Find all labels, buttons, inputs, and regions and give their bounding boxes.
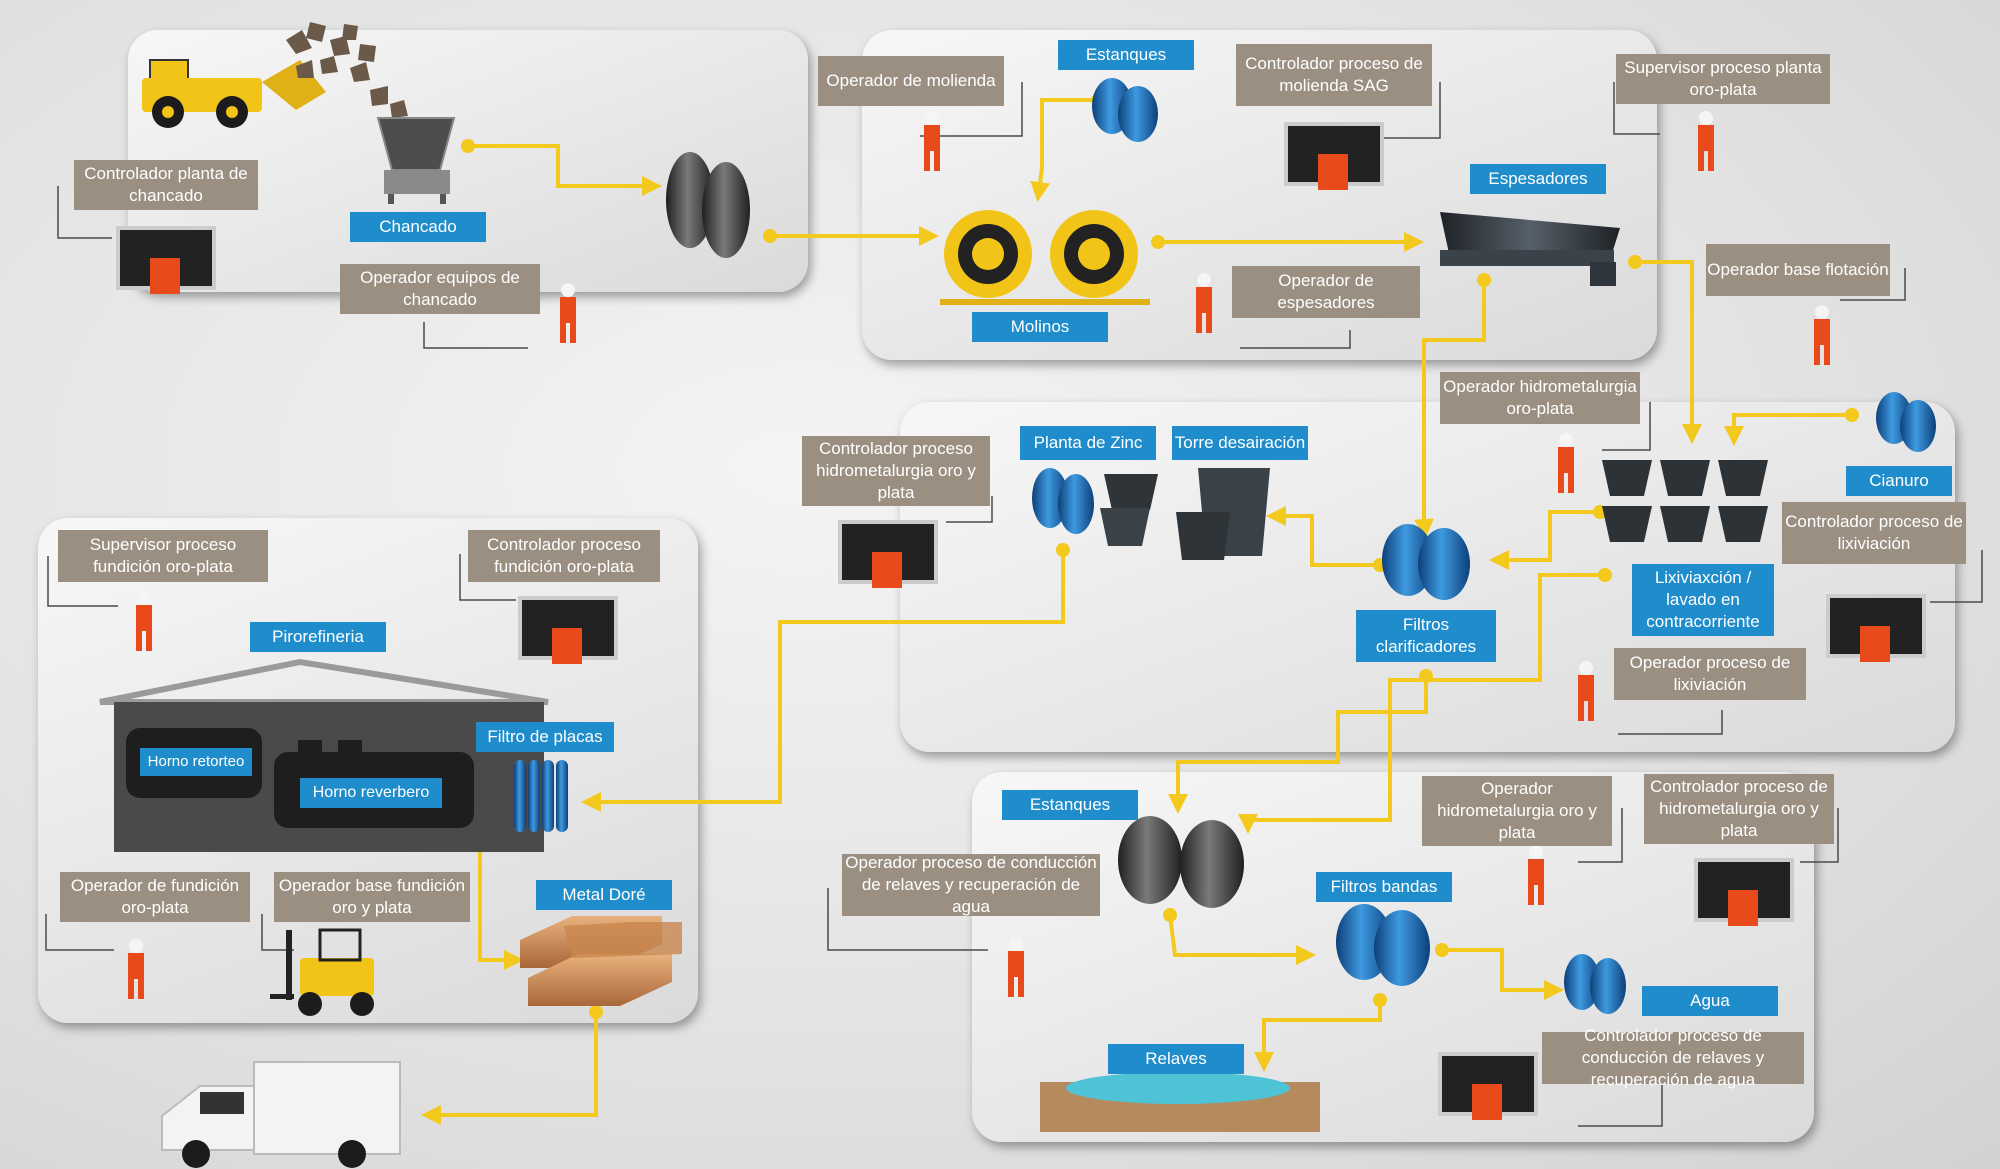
delivery-truck-graphic	[161, 1061, 401, 1168]
tag-lixiviacion: Lixiviaxción / lavado en contracorriente	[1632, 564, 1774, 636]
filtros-bandas-graphic	[1336, 904, 1430, 986]
worker-icon	[924, 111, 940, 171]
tag-estanques-1: Estanques	[1058, 40, 1194, 70]
control-station-icon	[1826, 594, 1926, 662]
flow-espesadores-to-lix	[1635, 260, 1702, 444]
filtro-placas-graphic	[514, 760, 568, 832]
flow-lix-to-estanques-relaves	[1238, 573, 1605, 834]
connector-lines	[45, 82, 1983, 1127]
tag-estanques-2: Estanques	[1002, 790, 1138, 820]
tag-planta-zinc: Planta de Zinc	[1020, 426, 1156, 460]
tag-horno-reverbero: Horno reverbero	[300, 778, 442, 808]
tag-molinos: Molinos	[972, 312, 1108, 342]
label-operador-equipos-chancado: Operador equipos de chancado	[340, 264, 540, 314]
forklift-graphic	[270, 928, 374, 1016]
crusher-hopper-graphic	[376, 117, 456, 204]
label-controlador-relaves: Controlador proceso de conducción de rel…	[1542, 1026, 1804, 1089]
flow-estanques-to-molinos	[1030, 98, 1098, 202]
flow-chancado-to-stock	[468, 144, 662, 196]
tag-torre: Torre desairación	[1172, 426, 1308, 460]
control-station-icon	[1694, 858, 1794, 926]
estanques-relaves-graphic	[1118, 816, 1244, 908]
pirorefineria-building-graphic	[99, 658, 549, 852]
flow-filtrosbandas-to-relaves	[1254, 1000, 1382, 1072]
label-supervisor-planta: Supervisor proceso planta oro-plata	[1616, 54, 1830, 104]
label-operador-molienda: Operador de molienda	[818, 56, 1004, 106]
espesadores-graphic	[1440, 212, 1620, 286]
tag-filtros-bandas: Filtros bandas	[1316, 872, 1452, 902]
tag-filtros-clarificadores: Filtros clarificadores	[1356, 610, 1496, 662]
flow-filtros-to-estanques-relaves	[1168, 676, 1428, 814]
label-operador-relaves: Operador proceso de conducción de relave…	[842, 853, 1100, 916]
agua-tank-graphic	[1564, 954, 1626, 1014]
flow-cianuro-to-lix	[1724, 413, 1852, 446]
label-controlador-hidrometalurgia: Controlador proceso hidrometalurgia oro …	[802, 436, 990, 506]
flow-espesadores-to-filtros	[1413, 280, 1486, 539]
label-controlador-fundicion: Controlador proceso fundición oro-plata	[468, 530, 660, 582]
worker-icon	[1698, 111, 1714, 171]
tag-cianuro: Cianuro	[1846, 466, 1952, 496]
control-station-icon	[1284, 122, 1384, 190]
rocks-graphic	[286, 22, 408, 118]
label-supervisor-fundicion: Supervisor proceso fundición oro-plata	[58, 530, 268, 582]
worker-icon	[1008, 937, 1024, 997]
flow-lix-to-filtros	[1489, 510, 1600, 570]
worker-icon	[1558, 433, 1574, 493]
tag-pirorefineria: Pirorefineria	[250, 622, 386, 652]
tag-metal-dore: Metal Doré	[536, 880, 672, 910]
worker-icon	[1578, 661, 1594, 721]
worker-icon	[1196, 273, 1212, 333]
control-station-icon	[116, 226, 216, 294]
tag-horno-retorteo: Horno retorteo	[140, 748, 252, 776]
estanques-tank-graphic	[1092, 78, 1158, 142]
tag-agua: Agua	[1642, 986, 1778, 1016]
lixiviacion-tanks-graphic	[1602, 460, 1768, 542]
cianuro-tank-graphic	[1876, 392, 1936, 452]
control-station-icon	[838, 520, 938, 588]
flow-zinc-to-fundicion	[581, 550, 1065, 812]
label-operador-hidrometalurgia-2: Operador hidrometalurgia oro y plata	[1422, 776, 1612, 846]
worker-icon	[560, 283, 576, 343]
tag-filtro-placas: Filtro de placas	[476, 722, 614, 752]
worker-icon	[1528, 845, 1544, 905]
control-stations-graphic	[116, 122, 1926, 1120]
worker-icon	[1814, 305, 1830, 365]
stockpile-cylinders-graphic	[666, 152, 750, 258]
filtros-clarificadores-graphic	[1382, 524, 1470, 600]
relaves-pond-graphic	[1040, 1072, 1320, 1132]
label-controlador-molienda-sag: Controlador proceso de molienda SAG	[1236, 44, 1432, 106]
torre-desairacion-graphic	[1176, 468, 1270, 560]
label-controlador-hidrometalurgia-2: Controlador proceso de hidrometalurgia o…	[1644, 774, 1834, 844]
worker-icon	[136, 591, 152, 651]
label-operador-hidrometalurgia: Operador hidrometalurgia oro-plata	[1440, 372, 1640, 424]
worker-icon	[128, 939, 144, 999]
flow-metal-to-truck	[421, 1012, 598, 1125]
label-operador-espesadores: Operador de espesadores	[1232, 266, 1420, 318]
metal-dore-bars-graphic	[520, 916, 682, 1006]
control-station-icon	[518, 596, 618, 664]
tag-relaves: Relaves	[1108, 1044, 1244, 1074]
control-station-icon	[1438, 1052, 1538, 1120]
planta-zinc-graphic	[1032, 468, 1158, 546]
flow-filtrosbandas-to-agua	[1442, 948, 1564, 1000]
label-operador-lixiviacion: Operador proceso de lixiviación	[1614, 648, 1806, 700]
flow-estanques-to-filtros-bandas	[1168, 914, 1316, 965]
label-operador-base-fundicion: Operador base fundición oro y plata	[274, 872, 470, 922]
label-controlador-lixiviacion: Controlador proceso de lixiviación	[1782, 502, 1966, 564]
flow-filtros-to-torre	[1266, 506, 1380, 567]
tag-espesadores: Espesadores	[1470, 164, 1606, 194]
label-operador-fundicion: Operador de fundición oro-plata	[60, 872, 250, 922]
label-operador-flotacion: Operador base flotación	[1706, 244, 1890, 296]
workers-graphic	[128, 111, 1830, 999]
molinos-graphic	[940, 210, 1150, 305]
tag-chancado: Chancado	[350, 212, 486, 242]
label-controlador-chancado: Controlador planta de chancado	[74, 160, 258, 210]
